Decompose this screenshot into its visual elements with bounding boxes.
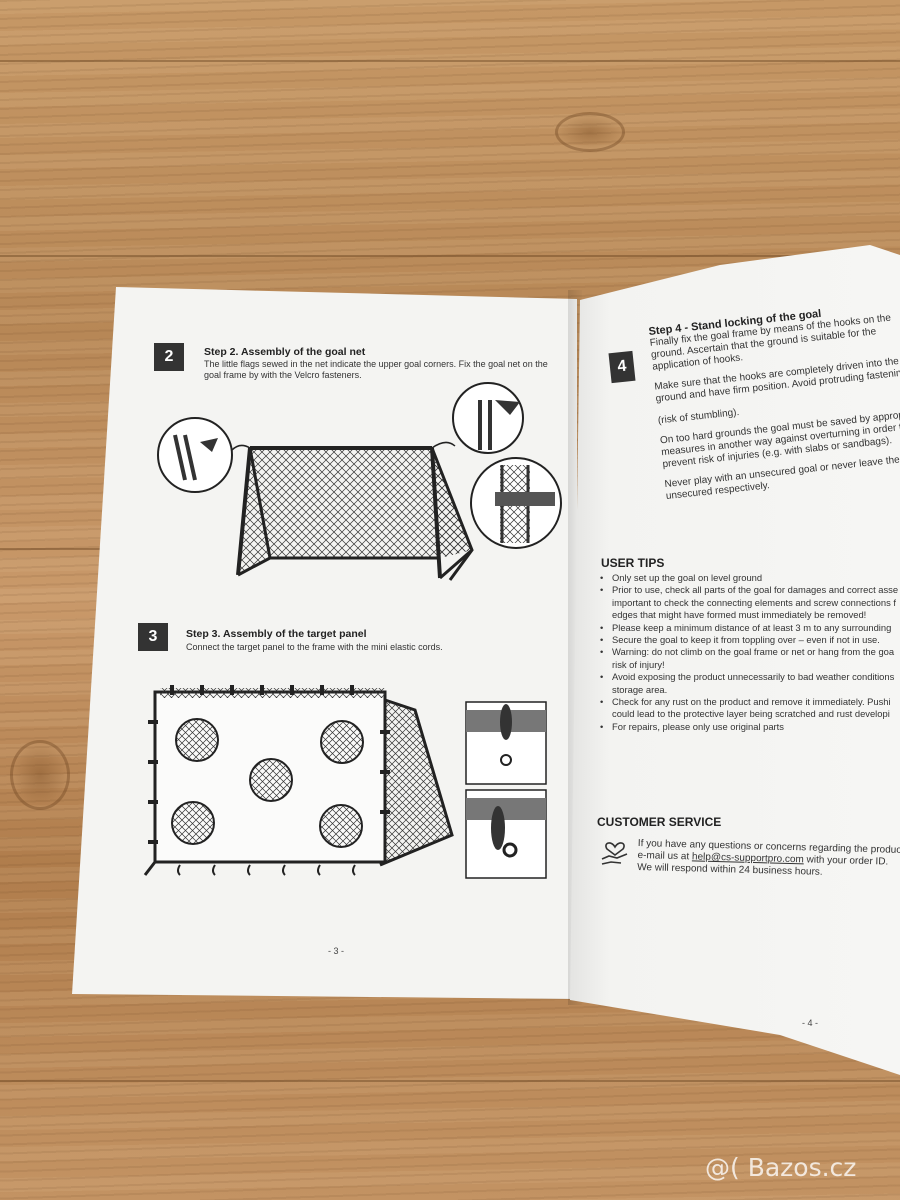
user-tip-item: Avoid exposing the product unnecessarily… — [600, 671, 900, 684]
step-2-line-2: goal frame by with the Velcro fasteners. — [204, 370, 362, 380]
email-prefix: e-mail us at — [637, 849, 693, 863]
user-tip-continuation: could lead to the protective layer being… — [612, 708, 890, 720]
step-2-line-1: The little flags sewed in the net indica… — [204, 359, 548, 369]
manual-page-right — [570, 245, 900, 1075]
email-suffix: with your order ID. — [803, 854, 889, 868]
step-4-block: Step 4 - Stand locking of the goal Final… — [648, 298, 900, 503]
step-3-line-1: Connect the target panel to the frame wi… — [186, 642, 443, 652]
user-tip-continuation: risk of injury! — [612, 658, 665, 670]
customer-service-title: CUSTOMER SERVICE — [597, 815, 722, 829]
step-2-number: 2 — [154, 343, 184, 371]
target-panel-assembly-illustration — [143, 685, 547, 879]
user-tip-item: Check for any rust on the product and re… — [600, 696, 900, 709]
goal-net-assembly-illustration — [157, 382, 562, 581]
floor-seam — [0, 1080, 900, 1082]
user-tip-continuation: storage area. — [612, 683, 668, 695]
step-3-title: Step 3. Assembly of the target panel — [186, 628, 367, 640]
customer-service-block: If you have any questions or concerns re… — [637, 838, 900, 881]
user-tip-continuation: important to check the connecting elemen… — [612, 596, 897, 608]
user-tips-title: USER TIPS — [601, 556, 665, 570]
floor-seam — [0, 255, 900, 257]
right-page-number: - 4 - — [802, 1018, 819, 1028]
user-tip-item: Secure the goal to keep it from toppling… — [600, 634, 900, 647]
step-2-title: Step 2. Assembly of the goal net — [204, 346, 366, 358]
step-4-number: 4 — [608, 350, 636, 384]
heart-hand-icon — [601, 842, 628, 865]
user-tip-continuation: edges that might have formed must immedi… — [612, 609, 867, 621]
user-tip-item: Prior to use, check all parts of the goa… — [600, 584, 900, 597]
bazos-watermark: @( Bazos.cz — [705, 1153, 857, 1182]
user-tip-item: For repairs, please only use original pa… — [600, 721, 900, 733]
floor-seam — [0, 60, 900, 62]
wood-knot — [555, 112, 625, 152]
step-3-number: 3 — [138, 623, 168, 651]
user-tip-item: Please keep a minimum distance of at lea… — [600, 622, 900, 635]
user-tips-list: Only set up the goal on level ground Pri… — [600, 572, 900, 733]
wood-knot — [10, 740, 70, 810]
left-page-number: - 3 - — [328, 946, 345, 956]
user-tip-item: Only set up the goal on level ground — [600, 572, 900, 585]
user-tip-item: Warning: do not climb on the goal frame … — [600, 646, 900, 659]
